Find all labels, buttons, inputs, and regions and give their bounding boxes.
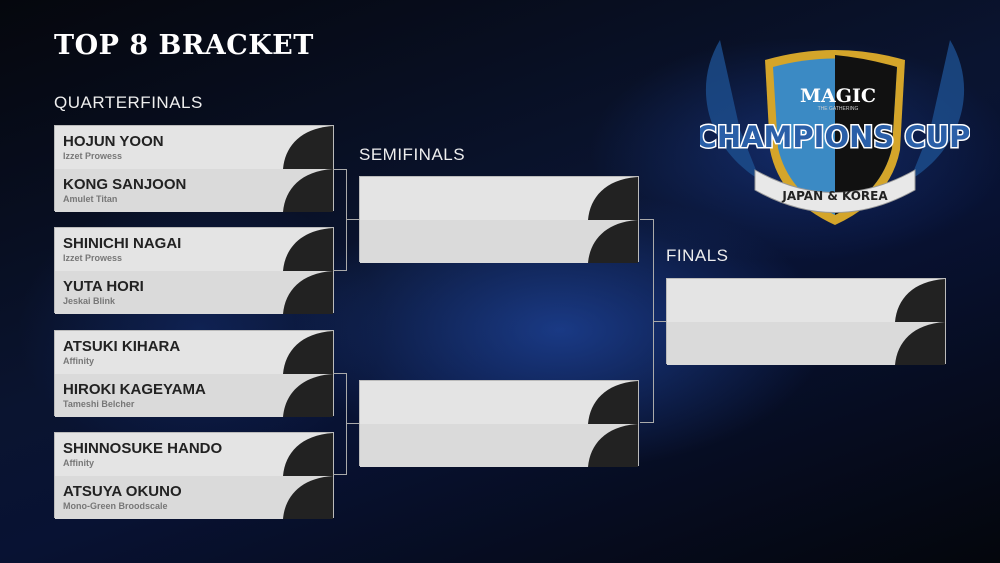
semifinal-match-2 — [359, 380, 639, 467]
champions-cup-logo: MAGIC THE GATHERING CHAMPIONS CUP JAPAN … — [694, 30, 972, 230]
player-name: ATSUYA OKUNO — [63, 483, 182, 500]
player-deck: Affinity — [63, 458, 94, 468]
connector — [640, 219, 654, 423]
connector — [333, 169, 347, 271]
connector — [347, 219, 359, 220]
connector — [347, 423, 359, 424]
player-deck: Izzet Prowess — [63, 151, 123, 161]
player-name: HOJUN YOON — [63, 133, 164, 150]
player-deck: Tameshi Belcher — [63, 399, 135, 409]
quarterfinals-label: QUARTERFINALS — [54, 93, 203, 112]
finals-label: FINALS — [666, 246, 729, 265]
player-name: SHINNOSUKE HANDO — [63, 440, 223, 457]
semifinals-label: SEMIFINALS — [359, 145, 466, 164]
page-title: TOP 8 BRACKET — [54, 30, 314, 61]
player-deck: Affinity — [63, 356, 94, 366]
player-name: SHINICHI NAGAI — [63, 235, 182, 252]
final-match — [666, 278, 946, 365]
player-deck: Jeskai Blink — [63, 296, 116, 306]
player-name: YUTA HORI — [63, 278, 144, 295]
player-name: HIROKI KAGEYAMA — [63, 381, 206, 398]
logo-region: JAPAN & KOREA — [781, 189, 888, 203]
player-name: ATSUKI KIHARA — [63, 338, 181, 355]
connector — [654, 321, 666, 322]
player-deck: Izzet Prowess — [63, 253, 123, 263]
player-deck: Mono-Green Broodscale — [63, 501, 168, 511]
semifinal-match-1 — [359, 176, 639, 263]
logo-brand: MAGIC — [800, 85, 876, 107]
player-deck: Amulet Titan — [63, 194, 118, 204]
svg-text:THE GATHERING: THE GATHERING — [818, 106, 859, 112]
logo-event: CHAMPIONS CUP — [700, 120, 970, 154]
connector — [333, 373, 347, 475]
player-name: KONG SANJOON — [63, 176, 187, 193]
